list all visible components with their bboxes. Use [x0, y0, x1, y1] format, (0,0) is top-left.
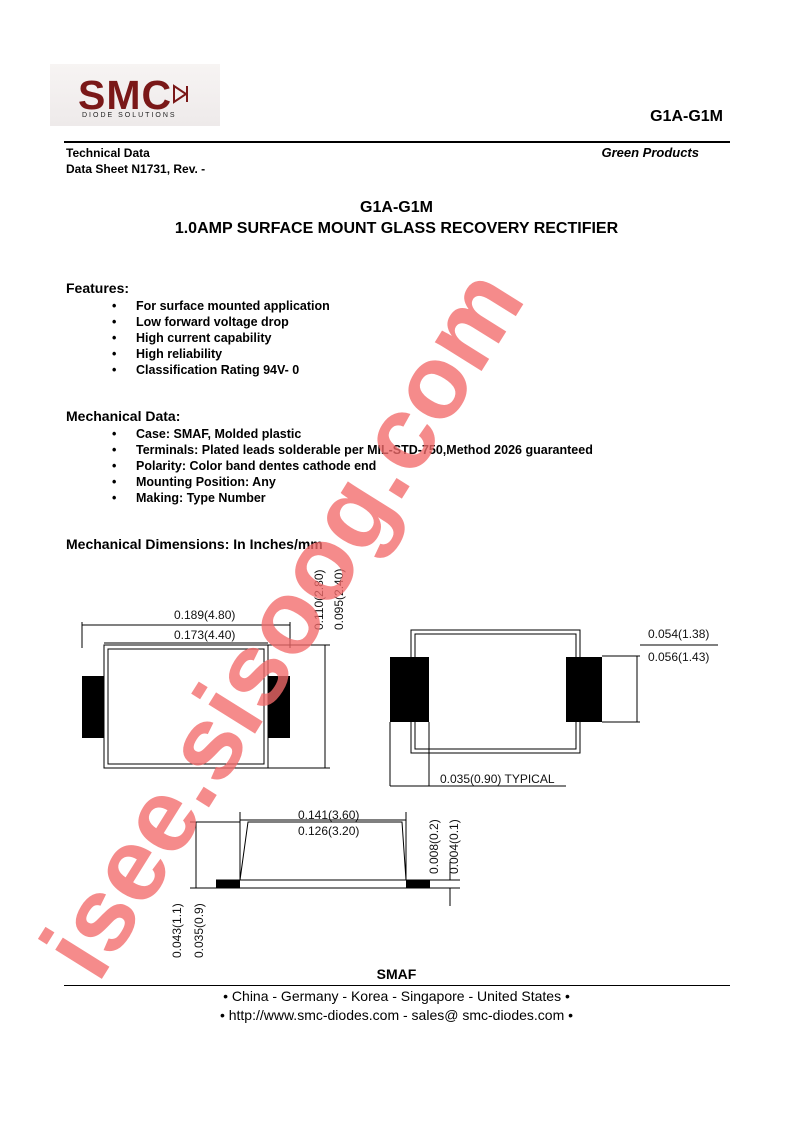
dim-body-length: 0.173(4.40) — [174, 628, 236, 642]
dim-thick-max: 0.043(1.1) — [170, 903, 184, 958]
dim-thick-min: 0.035(0.9) — [192, 903, 206, 958]
footer-divider — [64, 985, 730, 986]
dim-lead-max: 0.008(0.2) — [427, 819, 441, 874]
dim-pad-min: 0.056(1.43) — [648, 650, 710, 664]
features-list: For surface mounted application Low forw… — [112, 298, 330, 378]
list-item: Making: Type Number — [112, 490, 593, 506]
mechanical-list: Case: SMAF, Molded plastic Terminals: Pl… — [112, 426, 593, 506]
dim-height-max: 0.110(2.80) — [312, 569, 326, 631]
lead-right — [268, 676, 290, 738]
dim-outer-length: 0.189(4.80) — [174, 608, 236, 622]
lead-profile-right — [406, 880, 430, 888]
data-sheet-label: Data Sheet N1731, Rev. - — [66, 162, 206, 176]
dim-terminal: 0.035(0.90) TYPICAL — [440, 772, 555, 786]
footer-contact: • http://www.smc-diodes.com - sales@ smc… — [219, 1007, 574, 1023]
top-view-outer — [410, 629, 581, 754]
lead-profile-left — [216, 880, 240, 888]
green-products-label: Green Products — [601, 145, 699, 160]
lead-left — [82, 676, 104, 738]
list-item: Classification Rating 94V- 0 — [112, 362, 330, 378]
package-label: SMAF — [376, 966, 417, 982]
dim-top-max: 0.141(3.60) — [298, 808, 360, 822]
list-item: Terminals: Plated leads solderable per M… — [112, 442, 593, 458]
list-item: High reliability — [112, 346, 330, 362]
list-item: Case: SMAF, Molded plastic — [112, 426, 593, 442]
logo-background — [50, 64, 220, 126]
features-heading: Features: — [66, 280, 130, 296]
header-part-number: G1A-G1M — [650, 108, 723, 125]
dimensions-heading: Mechanical Dimensions: In Inches/mm — [66, 536, 323, 552]
list-item: For surface mounted application — [112, 298, 330, 314]
pad-left — [390, 657, 429, 722]
footer-countries: • China - Germany - Korea - Singapore - … — [223, 988, 570, 1004]
document-subtitle: 1.0AMP SURFACE MOUNT GLASS RECOVERY RECT… — [174, 220, 619, 237]
list-item: High current capability — [112, 330, 330, 346]
list-item: Polarity: Color band dentes cathode end — [112, 458, 593, 474]
dim-top-min: 0.126(3.20) — [298, 824, 360, 838]
list-item: Low forward voltage drop — [112, 314, 330, 330]
diode-icon — [173, 84, 188, 104]
pad-right — [566, 657, 602, 722]
dim-lead-min: 0.004(0.1) — [447, 819, 461, 874]
company-logo: SMC — [78, 72, 173, 118]
body-outline-outer — [103, 644, 269, 769]
document-info: Technical Data Data Sheet N1731, Rev. - — [66, 145, 205, 177]
mechanical-heading: Mechanical Data: — [66, 408, 181, 424]
document-title: G1A-G1M — [360, 199, 433, 216]
list-item: Mounting Position: Any — [112, 474, 593, 490]
header-divider — [64, 141, 730, 143]
technical-data-label: Technical Data — [66, 146, 150, 160]
dim-height-min: 0.095(2.40) — [332, 568, 346, 630]
top-view-inner — [414, 633, 577, 750]
body-outline-inner — [107, 648, 265, 765]
logo-subtitle: DIODE SOLUTIONS — [82, 112, 177, 119]
dim-pad-max: 0.054(1.38) — [648, 627, 710, 641]
